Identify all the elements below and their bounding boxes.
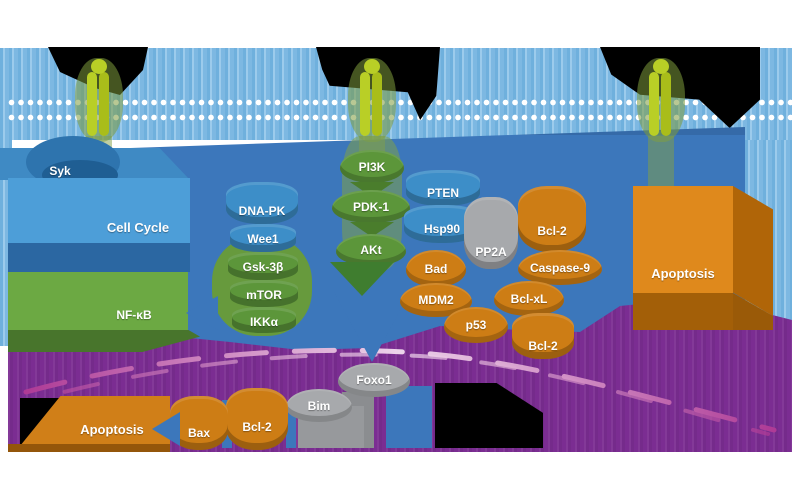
node-nfkb-label: NF-κB xyxy=(116,308,152,322)
node-bim: Bim xyxy=(286,389,352,422)
lipid-bilayer-dots-row2 xyxy=(8,114,792,121)
node-akt-label: AKt xyxy=(360,243,382,257)
nucleus-slot xyxy=(286,402,296,448)
node-gsk3b: Gsk-3β xyxy=(228,252,298,280)
node-dna-pk-label: DNA-PK xyxy=(238,204,286,218)
node-bclxl: Bcl-xL xyxy=(494,281,564,316)
apoptosis-left-base xyxy=(8,444,170,452)
receptor-knob-icon xyxy=(91,59,107,74)
node-wee1-label: Wee1 xyxy=(247,232,279,246)
node-cell-cycle: Cell Cycle xyxy=(8,178,190,243)
node-caspase9: Caspase-9 xyxy=(518,250,602,285)
node-p53-label: p53 xyxy=(465,318,487,332)
node-bcl2-lower-label: Bcl-2 xyxy=(242,420,272,434)
node-apoptosis-right-label: Apoptosis xyxy=(651,266,715,281)
node-ikka-label: IKKα xyxy=(249,315,279,329)
node-mtor: mTOR xyxy=(230,280,298,307)
node-foxo1-label: Foxo1 xyxy=(356,373,392,387)
receptor-icon xyxy=(87,72,97,136)
node-cell-cycle-label: Cell Cycle xyxy=(106,220,170,235)
receptor-icon xyxy=(649,72,659,136)
node-pi3k: PI3K xyxy=(340,150,404,183)
dna-helix-icon xyxy=(23,347,777,436)
nfkb-box-side xyxy=(8,330,200,352)
node-akt: AKt xyxy=(336,234,406,266)
node-p53: p53 xyxy=(444,307,508,343)
node-bim-label: Bim xyxy=(307,398,331,413)
nuclear-pore xyxy=(386,386,432,448)
node-apoptosis-left-label: Apoptosis xyxy=(80,422,144,437)
node-bcl2-upper: Bcl-2 xyxy=(518,186,586,252)
apoptosis-right-bottom xyxy=(633,293,733,330)
receptor-icon xyxy=(99,72,109,136)
node-bcl2-mid-label: Bcl-2 xyxy=(528,339,558,353)
node-ikka: IKKα xyxy=(232,307,296,333)
receptor-knob-icon xyxy=(653,59,669,74)
apoptosis-right-side xyxy=(733,186,773,316)
node-caspase9-label: Caspase-9 xyxy=(529,260,591,275)
cell-cycle-box-side xyxy=(8,243,190,272)
node-pp2a: PP2A xyxy=(464,197,518,269)
receptor-icon xyxy=(372,72,382,136)
node-bcl2-mid: Bcl-2 xyxy=(512,313,574,359)
node-apoptosis-right: Apoptosis xyxy=(633,186,733,293)
node-bcl2-upper-label: Bcl-2 xyxy=(537,224,567,238)
node-wee1: Wee1 xyxy=(230,224,296,252)
node-bad-label: Bad xyxy=(424,261,448,276)
node-gsk3b-label: Gsk-3β xyxy=(242,260,284,274)
node-dna-pk: DNA-PK xyxy=(226,182,298,224)
node-pi3k-label: PI3K xyxy=(358,159,386,174)
node-pdk1-label: PDK-1 xyxy=(352,199,389,214)
receptor-icon xyxy=(360,72,370,136)
node-foxo1: Foxo1 xyxy=(338,363,410,397)
node-pten-label: PTEN xyxy=(426,186,459,200)
node-mtor-label: mTOR xyxy=(246,288,282,302)
lipid-bilayer-dots-row1 xyxy=(8,99,792,106)
node-bad: Bad xyxy=(406,250,466,287)
node-bcl2-lower: Bcl-2 xyxy=(226,388,288,450)
node-mdm2-label: MDM2 xyxy=(418,293,454,307)
node-pdk1: PDK-1 xyxy=(332,190,410,223)
node-bclxl-label: Bcl-xL xyxy=(510,291,548,306)
node-nfkb: NF-κB xyxy=(8,272,188,330)
node-pp2a-label: PP2A xyxy=(475,245,507,259)
node-pten: PTEN xyxy=(406,170,480,206)
receptor-knob-icon xyxy=(364,59,380,74)
receptor-icon xyxy=(661,72,671,136)
